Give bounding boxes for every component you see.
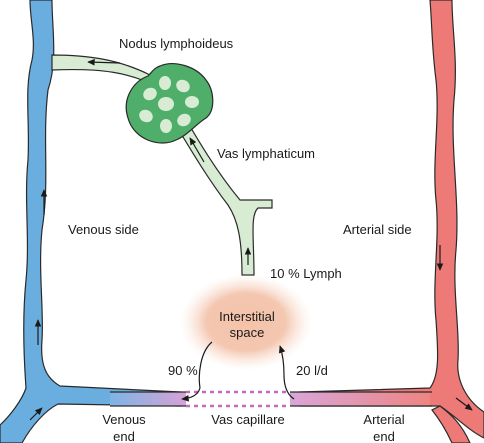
label-filtration: 20 l/d [296,363,328,378]
label-lymph-fraction: 10 % Lymph [270,266,342,281]
label-arterial-side: Arterial side [343,222,412,237]
label-lymph-node: Nodus lymphoideus [119,36,234,51]
capillary [110,390,432,408]
label-venous-end: Venous [102,412,146,427]
label-lymph-vessel: Vas lymphaticum [217,146,315,161]
label-capillary: Vas capillare [211,412,284,427]
label-interstitial: Interstitial [219,309,275,324]
label-venous-side: Venous side [68,222,139,237]
labels: Nodus lymphoideus Vas lymphaticum Venous… [68,36,412,443]
label-space: space [230,325,265,340]
label-arterial-end-2: end [373,429,395,443]
flow-arrows [29,58,473,421]
artery [299,0,484,443]
label-arterial-end: Arterial [363,412,404,427]
label-reabsorption: 90 % [168,363,198,378]
lymph-node [125,63,214,144]
label-venous-end-2: end [113,429,135,443]
